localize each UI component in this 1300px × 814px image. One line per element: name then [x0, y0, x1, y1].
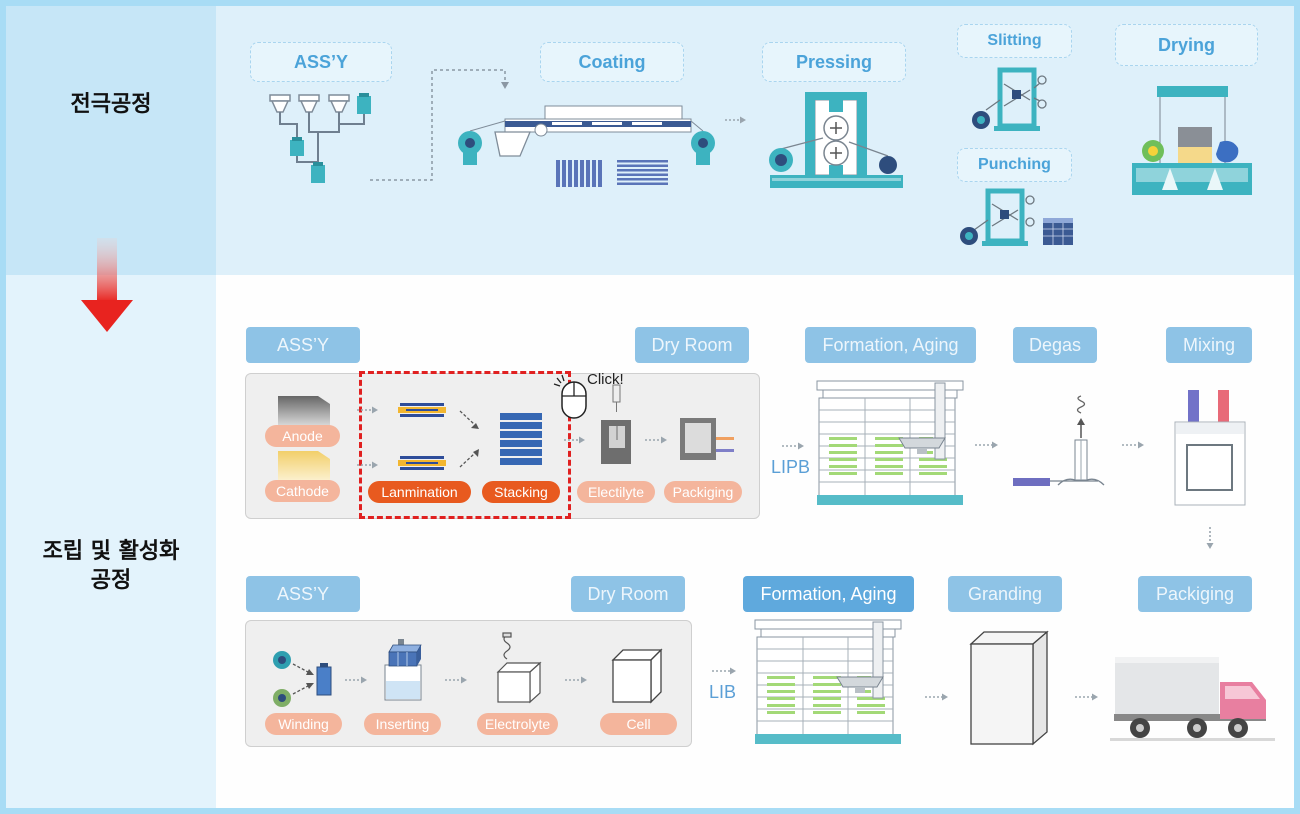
- lipb-stage-mixing: Mixing: [1166, 327, 1252, 363]
- click-hint: Click!: [587, 371, 624, 388]
- electrode-step-pressing: Pressing: [762, 42, 906, 82]
- step-inserting: Inserting: [364, 713, 441, 735]
- lipb-stage-assy: ASS’Y: [246, 327, 360, 363]
- electrode-step-coating: Coating: [540, 42, 684, 82]
- assembly-section-title-line2: 공정: [90, 568, 132, 593]
- lipb-stage-formation-aging: Formation, Aging: [805, 327, 976, 363]
- assembly-section-sidebar: [6, 275, 216, 808]
- lib-stage-formation-aging[interactable]: Formation, Aging: [743, 576, 914, 612]
- step-electrolyte: Electilyte: [577, 481, 655, 503]
- product-lib: LIB: [709, 682, 737, 702]
- step-cell: Cell: [600, 713, 677, 735]
- lib-stage-assy: ASS’Y: [246, 576, 360, 612]
- lib-stage-packaging: Packiging: [1138, 576, 1252, 612]
- electrode-section-sidebar: [6, 6, 216, 275]
- step-packaging: Packiging: [664, 481, 742, 503]
- electrode-step-punching: Punching: [957, 148, 1072, 182]
- step-cathode: Cathode: [265, 480, 340, 502]
- electrode-step-drying: Drying: [1115, 24, 1258, 66]
- lib-stage-dry-room: Dry Room: [571, 576, 685, 612]
- lib-stage-grading: Granding: [948, 576, 1062, 612]
- step-electrolyte: Electrolyte: [477, 713, 558, 735]
- lamination-stacking-highlight[interactable]: [359, 371, 571, 519]
- lipb-stage-degas: Degas: [1013, 327, 1097, 363]
- step-anode: Anode: [265, 425, 340, 447]
- lipb-stage-dry-room: Dry Room: [635, 327, 749, 363]
- step-winding: Winding: [265, 713, 342, 735]
- electrode-step-assy: ASS’Y: [250, 42, 392, 82]
- step-stacking[interactable]: Stacking: [482, 481, 560, 503]
- electrode-section-title: 전극공정: [70, 92, 152, 117]
- step-lamination[interactable]: Lanmination: [368, 481, 471, 503]
- electrode-step-slitting: Slitting: [957, 24, 1072, 58]
- assembly-section-title: 조립 및 활성화: [42, 539, 180, 564]
- product-lipb: LIPB: [771, 457, 811, 477]
